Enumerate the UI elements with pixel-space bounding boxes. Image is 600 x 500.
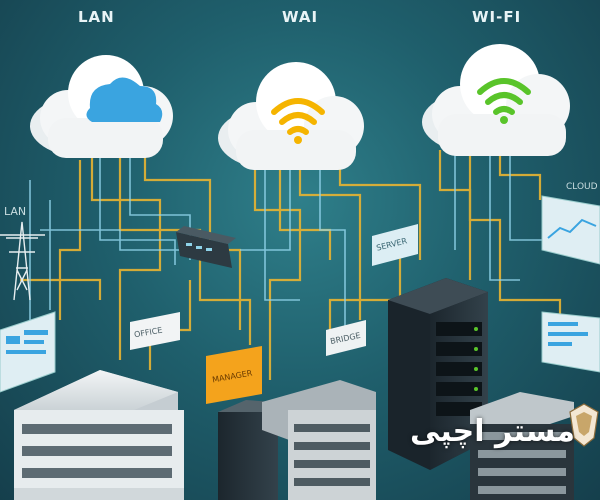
right-dashboard-panel-2 [541,311,600,373]
transmission-tower-icon [0,221,45,301]
network-switch-icon [176,226,236,268]
cloud-wifi-yellow-icon [218,62,364,170]
left-lan-label: LAN [4,205,27,218]
cloud-label: CLOUD [566,182,598,192]
watermark-text: مستر اچپی [410,414,575,449]
shield-logo-icon [569,403,599,447]
right-dashboard-panel [541,195,600,265]
bottom-right-switches [470,392,574,500]
cloud-wifi-green-icon [422,44,570,156]
left-dashboard-panel [0,311,56,393]
blue-wires [29,140,580,330]
cloud-lan-icon [30,55,173,158]
bridge-sign [326,320,366,356]
server-sign [372,224,418,266]
wifi-label: WI-FI [472,8,522,26]
server-rack-icon [388,278,488,470]
left-switch-stack [14,370,184,500]
orange-sign [206,346,262,404]
lan-label: LAN [78,8,115,26]
center-switch-stack [218,380,376,500]
office-sign [130,312,180,350]
wai-label: WAI [282,8,319,26]
